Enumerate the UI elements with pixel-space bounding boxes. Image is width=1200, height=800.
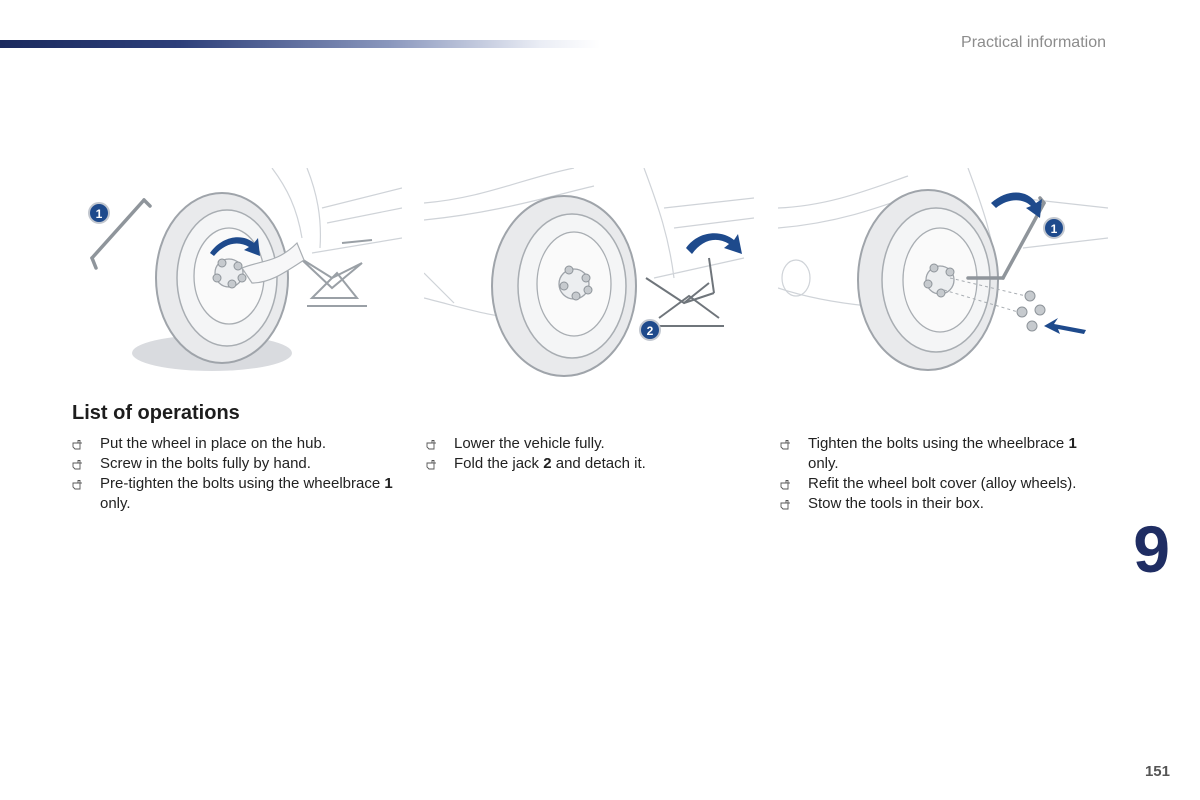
callout-2-label: 2 — [647, 324, 654, 338]
hand-pointer-icon — [426, 457, 437, 470]
callout-1-label: 1 — [96, 207, 103, 221]
operation-text: Tighten the bolts using the wheelbrace 1… — [808, 435, 1077, 472]
figure-wheelbrace-hand-tighten: 1 — [72, 168, 402, 383]
operation-item: Pre-tighten the bolts using the wheelbra… — [72, 474, 402, 514]
callout-reference: 2 — [543, 455, 552, 472]
section-title: Practical information — [961, 34, 1106, 51]
page-number: 151 — [1144, 763, 1170, 780]
header-accent-bar — [0, 40, 600, 48]
scissor-jack — [299, 239, 373, 307]
scissor-jack — [645, 257, 724, 327]
callout-reference: 1 — [384, 475, 393, 492]
operation-text: Stow the tools in their box. — [808, 495, 984, 512]
chapter-number: 9 — [1133, 512, 1170, 586]
hand-pointer-icon — [426, 437, 437, 450]
hand-pointer-icon — [780, 497, 791, 510]
figure-tighten-bolts: 1 — [778, 168, 1108, 383]
operation-item: Put the wheel in place on the hub. — [72, 434, 402, 454]
operation-item: Screw in the bolts fully by hand. — [72, 454, 402, 474]
operations-column-1: Put the wheel in place on the hub. Screw … — [72, 434, 402, 514]
operation-text: Refit the wheel bolt cover (alloy wheels… — [808, 475, 1077, 492]
operations-column-2: Lower the vehicle fully. Fold the jack 2 … — [426, 434, 756, 474]
operation-text: Pre-tighten the bolts using the wheelbra… — [100, 475, 393, 512]
hand-pointer-icon — [72, 437, 83, 450]
callout-reference: 1 — [1068, 435, 1077, 452]
list-heading: List of operations — [72, 402, 240, 424]
operation-text: Fold the jack 2 and detach it. — [454, 455, 646, 472]
hand-pointer-icon — [780, 477, 791, 490]
figure-lower-jack: 2 — [424, 168, 754, 383]
hand-pointer-icon — [72, 457, 83, 470]
operation-text: Put the wheel in place on the hub. — [100, 435, 326, 452]
operation-item: Refit the wheel bolt cover (alloy wheels… — [780, 474, 1100, 494]
hand-pointer-icon — [72, 477, 83, 490]
operation-text: Lower the vehicle fully. — [454, 435, 605, 452]
operations-column-3: Tighten the bolts using the wheelbrace 1… — [780, 434, 1100, 514]
callout-1-label: 1 — [1051, 222, 1058, 236]
operation-item: Lower the vehicle fully. — [426, 434, 756, 454]
operation-item: Stow the tools in their box. — [780, 494, 1100, 514]
operation-text: Screw in the bolts fully by hand. — [100, 455, 311, 472]
operation-item: Fold the jack 2 and detach it. — [426, 454, 756, 474]
hand-pointer-icon — [780, 437, 791, 450]
operation-item: Tighten the bolts using the wheelbrace 1… — [780, 434, 1100, 474]
